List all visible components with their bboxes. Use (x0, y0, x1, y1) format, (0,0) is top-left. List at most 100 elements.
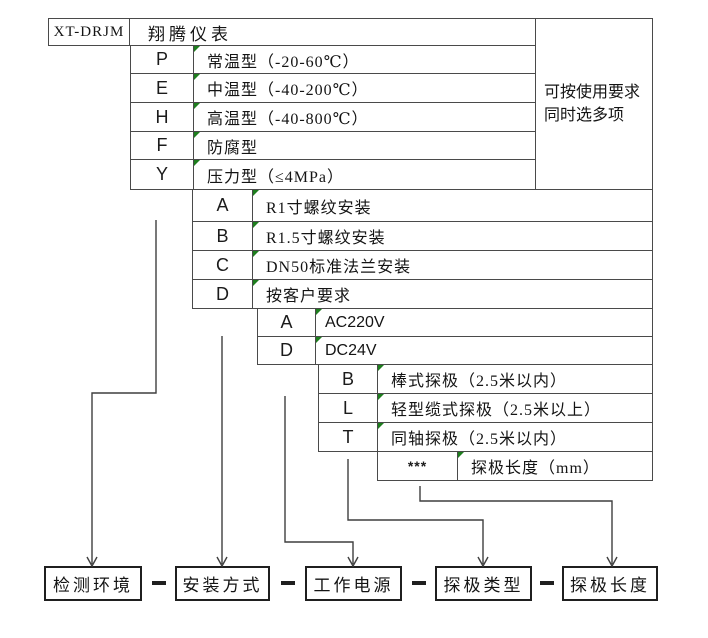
option-row-probe-type-L: L 轻型缆式探极（2.5米以上） (318, 394, 653, 423)
legend-box-detection-environment: 检测环境 (44, 566, 142, 601)
option-label: R1.5寸螺纹安装 (253, 222, 652, 250)
green-corner-mark-icon (194, 103, 200, 109)
green-corner-mark-icon (194, 46, 200, 52)
green-corner-mark-icon (194, 74, 200, 80)
brand-text: 翔腾仪表 (148, 24, 232, 44)
option-label-text: 同轴探极（2.5米以内） (391, 431, 568, 448)
option-code: *** (378, 452, 458, 480)
option-label-text: 探极长度（mm） (471, 460, 600, 477)
option-code: E (131, 74, 194, 102)
arrow-down-icon (606, 556, 618, 568)
option-label: 高温型（-40-800℃） (194, 103, 535, 131)
option-row-mounting-style-D: D 按客户要求 (192, 280, 653, 309)
option-row-probe-type-B: B 棒式探极（2.5米以内） (318, 365, 653, 394)
option-row-detection-environment-E: E 中温型（-40-200℃） (130, 74, 535, 103)
green-corner-mark-icon (458, 452, 464, 458)
option-label: DC24V (316, 337, 652, 364)
green-corner-mark-icon (316, 309, 322, 315)
legend-label: 工作电源 (313, 576, 394, 595)
option-label-text: 轻型缆式探极（2.5米以上） (391, 402, 602, 419)
green-corner-mark-icon (378, 365, 384, 371)
legend-box-mounting-style: 安装方式 (175, 566, 270, 601)
option-code: T (319, 423, 378, 451)
option-code: F (131, 132, 194, 159)
side-note-line1: 可按使用要求 (544, 84, 641, 101)
option-row-probe-length-xxx: *** 探极长度（mm） (377, 452, 653, 481)
legend-box-probe-type: 探极类型 (435, 566, 532, 601)
option-label: DN50标准法兰安装 (253, 251, 652, 279)
option-code: B (193, 222, 253, 250)
option-label: 同轴探极（2.5米以内） (378, 423, 652, 451)
option-label-text: 按客户要求 (266, 288, 352, 305)
option-label: 防腐型 (194, 132, 535, 159)
option-code: L (319, 394, 378, 422)
option-label: 棒式探极（2.5米以内） (378, 365, 652, 393)
option-label-text: 防腐型 (207, 139, 259, 157)
green-corner-mark-icon (253, 280, 259, 286)
legend-dash (280, 581, 295, 585)
brand-cell: 翔腾仪表 (130, 18, 535, 46)
legend-dash (151, 581, 166, 585)
legend-label: 安装方式 (182, 576, 263, 595)
model-code-text: XT-DRJM (53, 23, 125, 40)
option-code: H (131, 103, 194, 131)
option-code: P (131, 46, 194, 73)
option-code: D (258, 337, 316, 364)
option-code: C (193, 251, 253, 279)
option-row-detection-environment-Y: Y 压力型（≤4MPa） (130, 160, 535, 190)
connector-line-probe-length (419, 486, 613, 564)
green-corner-mark-icon (378, 394, 384, 400)
option-label-text: 棒式探极（2.5米以内） (391, 373, 568, 390)
model-code-cell: XT-DRJM (48, 18, 130, 46)
option-label-text: 压力型（≤4MPa） (207, 168, 345, 186)
option-row-mounting-style-C: C DN50标准法兰安装 (192, 251, 653, 280)
option-code: D (193, 280, 253, 308)
option-code: A (193, 190, 253, 221)
arrow-down-icon (477, 556, 489, 568)
option-label: 压力型（≤4MPa） (194, 160, 535, 189)
option-label: AC220V (316, 309, 652, 336)
arrow-down-icon (216, 556, 228, 568)
legend-box-probe-length: 探极长度 (562, 566, 658, 601)
green-corner-mark-icon (253, 251, 259, 257)
option-code: B (319, 365, 378, 393)
green-corner-mark-icon (253, 222, 259, 228)
side-note: 可按使用要求 同时选多项 (535, 18, 653, 190)
option-label-text: DN50标准法兰安装 (266, 259, 412, 276)
legend-label: 探极长度 (570, 576, 650, 595)
option-label-text: 高温型（-40-800℃） (207, 111, 369, 128)
arrow-down-icon (347, 556, 359, 568)
option-row-mounting-style-B: B R1.5寸螺纹安装 (192, 222, 653, 251)
option-label-text: 中温型（-40-200℃） (207, 82, 369, 99)
option-row-working-power-D: D DC24V (257, 337, 653, 365)
legend-dash (540, 581, 554, 585)
green-corner-mark-icon (194, 160, 200, 166)
option-row-detection-environment-F: F 防腐型 (130, 132, 535, 160)
option-row-detection-environment-P: P 常温型（-20-60℃） (130, 46, 535, 74)
legend-dash (411, 581, 426, 585)
option-label-text: R1.5寸螺纹安装 (266, 230, 386, 247)
option-label: 按客户要求 (253, 280, 652, 308)
green-corner-mark-icon (253, 190, 259, 196)
green-corner-mark-icon (194, 132, 200, 138)
option-label: 常温型（-20-60℃） (194, 46, 535, 73)
option-row-probe-type-T: T 同轴探极（2.5米以内） (318, 423, 653, 452)
legend-label: 检测环境 (53, 576, 133, 595)
connector-line-environment (91, 220, 157, 564)
legend-box-working-power: 工作电源 (305, 566, 402, 601)
green-corner-mark-icon (378, 423, 384, 429)
side-note-line2: 同时选多项 (544, 107, 625, 124)
green-corner-mark-icon (316, 337, 322, 343)
option-label: 探极长度（mm） (458, 452, 652, 480)
option-label: 中温型（-40-200℃） (194, 74, 535, 102)
option-code: Y (131, 160, 194, 189)
option-label-text: DC24V (325, 341, 377, 359)
arrow-down-icon (86, 556, 98, 568)
legend-label: 探极类型 (443, 576, 524, 595)
option-label-text: 常温型（-20-60℃） (207, 53, 360, 71)
option-code: A (258, 309, 316, 336)
option-label: 轻型缆式探极（2.5米以上） (378, 394, 652, 422)
